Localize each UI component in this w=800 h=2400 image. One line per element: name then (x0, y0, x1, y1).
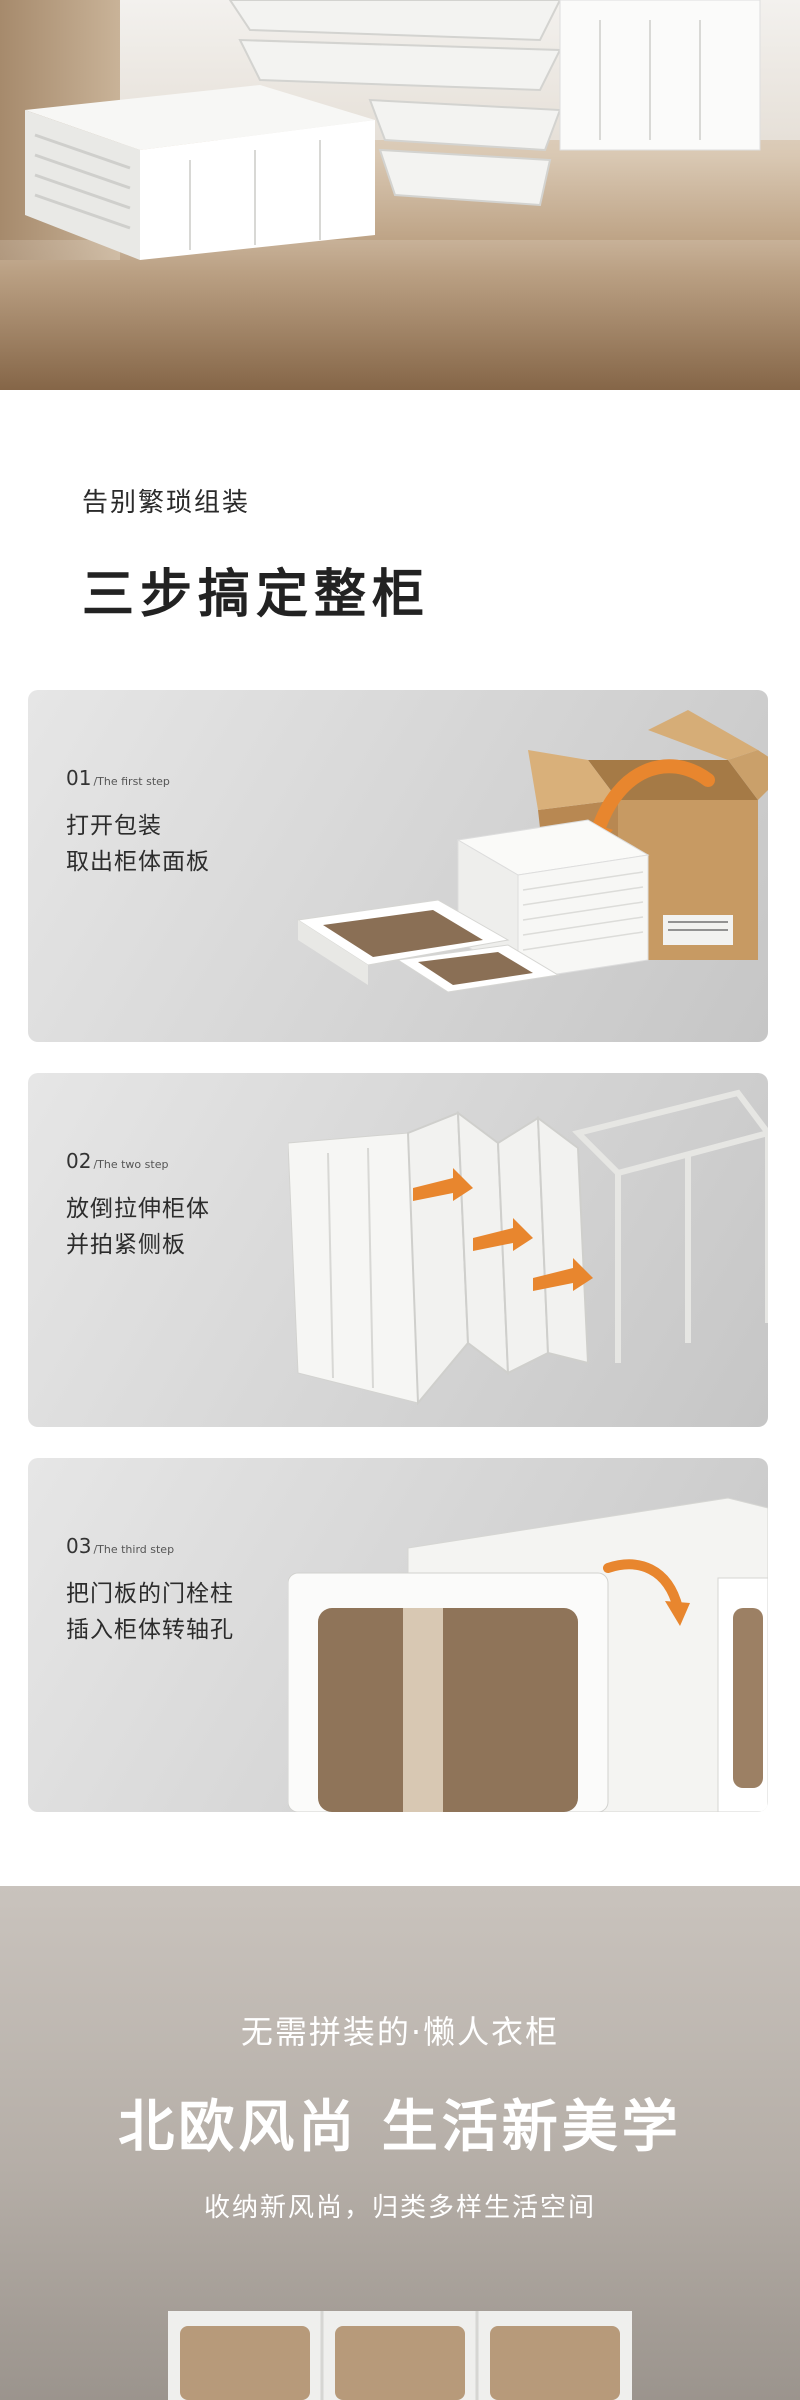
hero-photo (0, 0, 800, 390)
step-number: 02/The two step (66, 1149, 168, 1173)
step-number-value: 02 (66, 1149, 92, 1173)
step-number-value: 01 (66, 766, 92, 790)
lifestyle-banner: 无需拼装的·懒人衣柜 北欧风尚 生活新美学 收纳新风尚，归类多样生活空间 (0, 1886, 800, 2400)
step-description: 放倒拉伸柜体 并拍紧侧板 (66, 1191, 210, 1263)
banner-heading: 北欧风尚 生活新美学 (118, 2095, 682, 2160)
door-panel (288, 1572, 609, 1812)
step-line: 放倒拉伸柜体 (66, 1196, 210, 1222)
folded-cabinet-left (25, 85, 375, 260)
step-card-3: 03/The third step 把门板的门栓柱 插入柜体转轴孔 (28, 1458, 768, 1812)
accordion-panels (406, 1110, 590, 1406)
banner-tagline: 收纳新风尚，归类多样生活空间 (203, 2193, 596, 2223)
step-line: 插入柜体转轴孔 (66, 1617, 234, 1643)
arrow-icon (591, 759, 715, 837)
step-description: 把门板的门栓柱 插入柜体转轴孔 (66, 1576, 234, 1648)
arrow-icon (413, 1168, 593, 1291)
door-installation-illustration (288, 1497, 768, 1812)
step-caption: /The third step (93, 1543, 175, 1556)
step-line: 把门板的门栓柱 (66, 1581, 234, 1607)
banner-subheading: 无需拼装的·懒人衣柜 (240, 2013, 560, 2051)
hero-cabinets-illustration (25, 0, 761, 260)
step-card-1: 01/The first step 打开包装 取出柜体面板 (28, 690, 768, 1042)
step-caption: /The first step (93, 775, 170, 788)
arrow-icon (603, 1559, 683, 1613)
open-cabinet-frame (572, 1089, 768, 1363)
step-number: 03/The third step (66, 1534, 174, 1558)
intro-subtitle: 告别繁琐组装 (82, 488, 251, 518)
step-description: 打开包装 取出柜体面板 (66, 808, 210, 880)
expanding-cabinet-illustration (288, 1089, 768, 1406)
unboxing-illustration (296, 710, 768, 993)
standing-cabinet-right (559, 0, 761, 151)
door-frame-panels (296, 899, 560, 993)
step-line: 取出柜体面板 (66, 849, 210, 875)
step-caption: /The two step (93, 1158, 169, 1171)
step-number-value: 03 (66, 1534, 92, 1558)
accordion-cabinet (228, 0, 562, 207)
hero-floor (0, 240, 800, 390)
folded-side-panel (288, 1132, 419, 1404)
wardrobe-photo (168, 2311, 632, 2400)
step-card-2: 02/The two step 放倒拉伸柜体 并拍紧侧板 (28, 1073, 768, 1427)
step-number: 01/The first step (66, 766, 170, 790)
step-line: 并拍紧侧板 (66, 1232, 186, 1258)
wardrobe-units (168, 2311, 632, 2400)
intro-title: 三步搞定整柜 (82, 565, 431, 625)
step-line: 打开包装 (66, 813, 162, 839)
